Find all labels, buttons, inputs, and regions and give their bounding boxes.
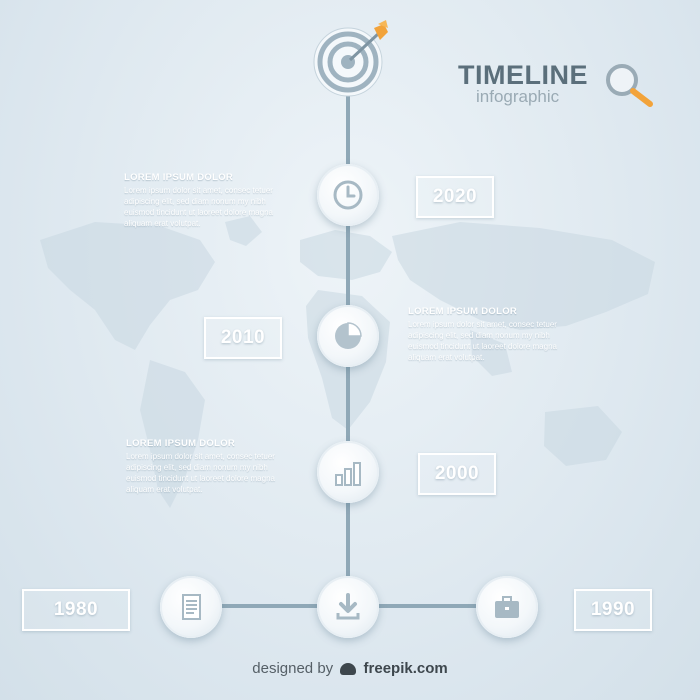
page-subtitle: infographic xyxy=(476,87,560,106)
download-icon xyxy=(336,593,360,620)
timeline-node-2020 xyxy=(317,164,379,226)
year-label-2010: 2010 xyxy=(204,317,282,359)
text-body: Lorem ipsum dolor sit amet, consec tetue… xyxy=(126,452,275,494)
magnifier-icon xyxy=(606,64,653,107)
freepik-logo-icon xyxy=(340,663,357,676)
timeline-node-1990 xyxy=(476,576,538,638)
footer-credit: designed by freepik.com xyxy=(0,660,700,677)
document-icon xyxy=(182,594,201,620)
briefcase-icon xyxy=(495,596,519,618)
year-label-2000: 2000 xyxy=(418,453,496,495)
target-icon xyxy=(313,20,388,97)
text-block-2010: LOREM IPSUM DOLOR Lorem ipsum dolor sit … xyxy=(408,306,578,363)
footer-brand[interactable]: freepik.com xyxy=(363,660,448,677)
text-block-2020: LOREM IPSUM DOLOR Lorem ipsum dolor sit … xyxy=(124,172,294,229)
timeline-node-1980 xyxy=(160,576,222,638)
pie-chart-icon xyxy=(335,322,362,349)
text-heading: LOREM IPSUM DOLOR xyxy=(408,306,518,317)
footer-designed-by: designed by xyxy=(252,660,334,677)
bar-chart-icon xyxy=(335,462,361,486)
timeline-node-center xyxy=(317,576,379,638)
text-heading: LOREM IPSUM DOLOR xyxy=(124,172,234,183)
clock-icon xyxy=(333,180,363,210)
year-label-2020: 2020 xyxy=(416,176,494,218)
timeline-node-2010 xyxy=(317,305,379,367)
text-block-2000: LOREM IPSUM DOLOR Lorem ipsum dolor sit … xyxy=(126,438,296,495)
text-body: Lorem ipsum dolor sit amet, consec tetue… xyxy=(408,320,557,362)
year-label-1980: 1980 xyxy=(22,589,130,631)
timeline-node-2000 xyxy=(317,441,379,503)
text-heading: LOREM IPSUM DOLOR xyxy=(126,438,236,449)
text-body: Lorem ipsum dolor sit amet, consec tetue… xyxy=(124,186,273,228)
page-title: TIMELINE xyxy=(458,60,588,90)
year-label-1990: 1990 xyxy=(574,589,652,631)
